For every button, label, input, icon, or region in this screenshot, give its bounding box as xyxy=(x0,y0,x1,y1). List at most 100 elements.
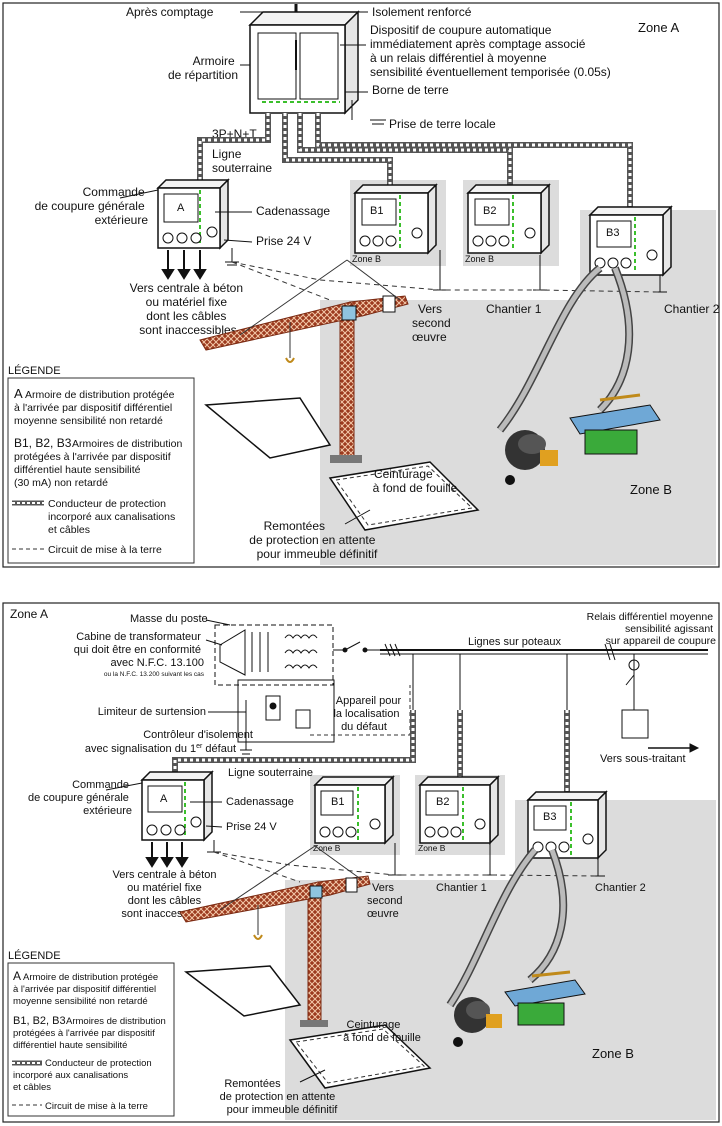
earthing-circuit xyxy=(231,261,661,301)
earthing-circuit-2 xyxy=(213,851,599,883)
legend-conducteur: Conducteur de protection incorporé aux c… xyxy=(48,498,178,536)
legend-a: A Armoire de distribution protégée à l'a… xyxy=(14,386,177,427)
box-b3-2 xyxy=(526,790,608,860)
appareil-label: Appareil pour la localisation du défaut xyxy=(333,695,404,733)
commande-label: Commande de coupure générale extérieure xyxy=(35,185,149,227)
masse-poste-outline xyxy=(214,624,334,686)
concrete-mixer-2 xyxy=(453,997,502,1047)
zone-b-label: Zone B xyxy=(630,482,672,497)
slab-left-2 xyxy=(183,965,302,1017)
zone-a-label: Zone A xyxy=(638,20,680,35)
ground-symbol xyxy=(351,100,386,125)
armoire-repartition-label: Armoire de répartition xyxy=(168,54,238,82)
remontees-label-2: Remontées de protection en attente pour … xyxy=(220,1078,339,1116)
controleur-devices xyxy=(240,695,311,755)
legend-circuit: Circuit de mise à la terre xyxy=(48,544,162,556)
remontees-arrow xyxy=(344,509,371,525)
prise-arrow xyxy=(223,239,253,243)
box-b2-2 xyxy=(418,775,500,845)
ligne-souterraine-label: Ligne souterraine xyxy=(212,147,272,175)
chantier2-label-2: Chantier 2 xyxy=(595,882,646,894)
vers-second-label-2: Vers second œuvre xyxy=(367,882,406,920)
box-a-label-2: A xyxy=(160,793,168,805)
legend-b-2: B1, B2, B3 Armoires de distribution prot… xyxy=(13,1015,168,1051)
chantier1-label-2: Chantier 1 xyxy=(436,882,487,894)
concrete-mixer xyxy=(505,430,558,485)
box-b3 xyxy=(588,205,673,277)
box-a-outlets xyxy=(161,250,207,280)
dispositif-label: Dispositif de coupure automatique immédi… xyxy=(370,23,611,79)
cabine-label: Cabine de transformateur qui doit être e… xyxy=(74,631,204,669)
zone-b1-label-2: Zone B xyxy=(313,843,341,853)
box-b2-label: B2 xyxy=(483,205,496,217)
saw-table-2 xyxy=(504,970,586,1026)
apres-comptage-label: Après comptage xyxy=(126,5,214,19)
ceinturage-label-2: Ceinturage à fond de fouille xyxy=(343,1019,421,1044)
zone-b2-label: Zone B xyxy=(465,254,494,264)
saw-table xyxy=(569,393,661,455)
legend-title: LÉGENDE xyxy=(8,364,61,377)
masse-poste-label: Masse du poste xyxy=(130,613,208,625)
armoire-repartition xyxy=(248,10,360,115)
relais-device xyxy=(621,654,700,753)
box-a-outlets-2 xyxy=(145,842,189,868)
legend-b: B1, B2, B3 Armoires de distribution prot… xyxy=(14,436,185,489)
commande-arrow-2 xyxy=(105,782,143,791)
box-b1-label-2: B1 xyxy=(331,796,344,808)
prise-24v-label-2: Prise 24 V xyxy=(226,821,277,833)
limiteur-label: Limiteur de surtension xyxy=(98,706,206,718)
legend-box xyxy=(7,377,195,564)
borne-terre-label: Borne de terre xyxy=(372,83,449,97)
chantier2-label: Chantier 2 xyxy=(664,302,720,316)
cadenassage-label: Cadenassage xyxy=(256,204,330,218)
lignes-poteaux-label: Lignes sur poteaux xyxy=(468,636,561,648)
underground-cables-2 xyxy=(172,710,570,795)
legend-conducteur-2: Conducteur de protection incorporé aux c… xyxy=(13,1058,154,1093)
diagram-panel-2: Zone A Zone B Masse du poste Cabine de t… xyxy=(2,602,720,1123)
vers-centrale-label-2: Vers centrale à béton ou matériel fixe d… xyxy=(112,869,219,920)
ceinturage-slab-2 xyxy=(288,1024,432,1089)
tower-crane-2 xyxy=(179,845,371,1027)
cadenassage-label-2: Cadenassage xyxy=(226,796,294,808)
transformer-cabine xyxy=(219,629,318,676)
commande-arrow xyxy=(119,189,159,199)
cabine-arrow xyxy=(205,639,223,646)
masse-poste-arrow xyxy=(205,619,231,626)
remontees-arrow-2 xyxy=(299,1069,326,1083)
prise-24v-label: Prise 24 V xyxy=(256,234,311,248)
vers-centrale-label: Vers centrale à béton ou matériel fixe d… xyxy=(130,281,247,337)
ceinturage-label: Ceinturage à fond de fouille xyxy=(373,467,458,495)
cabine-small-label: ou la N.F.C. 13.200 suivant les cas xyxy=(104,671,205,678)
tower-crane xyxy=(199,259,409,463)
ligne-souterraine-label-2: Ligne souterraine xyxy=(228,767,313,779)
underground-cables xyxy=(197,113,633,210)
vers-sous-traitant-label: Vers sous-traitant xyxy=(600,753,686,765)
remontees-label: Remontées de protection en attente pour … xyxy=(249,519,378,561)
box-b2 xyxy=(466,183,551,255)
prise-terre-locale-label: Prise de terre locale xyxy=(389,117,496,131)
box-b1 xyxy=(353,183,438,255)
zone-b-label-2: Zone B xyxy=(592,1046,634,1061)
slab-left xyxy=(204,397,332,459)
legend-circuit-2: Circuit de mise à la terre xyxy=(45,1101,148,1112)
zone-b2-label-2: Zone B xyxy=(418,843,446,853)
zone-a-label-2: Zone A xyxy=(10,607,48,621)
legend-a-2: A Armoire de distribution protégée à l'a… xyxy=(13,969,161,1007)
chantier1-label: Chantier 1 xyxy=(486,302,542,316)
box-b2-label-2: B2 xyxy=(436,796,449,808)
ceinturage-loop-2 xyxy=(295,1028,426,1084)
prise-arrow-2 xyxy=(205,825,223,828)
pole-lines xyxy=(333,641,708,710)
box-b1-label: B1 xyxy=(370,205,383,217)
legend-box-2 xyxy=(7,962,175,1117)
box-a xyxy=(156,178,230,250)
vers-second-label: Vers second œuvre xyxy=(412,302,454,344)
diagram-panel-1: Zone A Zone B Après comptage Isolement r… xyxy=(2,2,720,568)
legend-title-2: LÉGENDE xyxy=(8,949,61,962)
box-b1-2 xyxy=(313,775,395,845)
flex-cables-2 xyxy=(446,847,568,1008)
box-b3-label-2: B3 xyxy=(543,811,556,823)
controleur-box xyxy=(237,679,335,743)
box-a-label: A xyxy=(177,202,185,214)
box-a-2 xyxy=(140,770,214,842)
